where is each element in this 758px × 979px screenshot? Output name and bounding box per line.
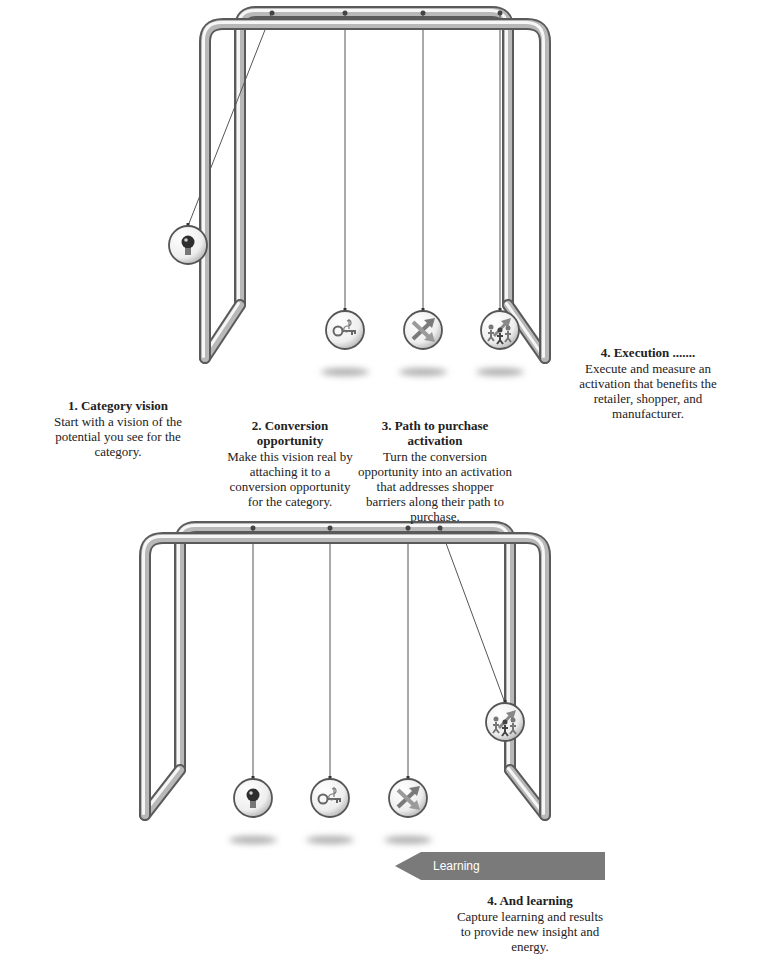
learning-arrow: Learning	[395, 852, 605, 880]
person-icon	[511, 718, 516, 723]
string-mount	[328, 526, 333, 531]
frame-tube	[180, 527, 510, 770]
pendulum-ball	[234, 779, 272, 817]
frame-highlight	[204, 23, 544, 357]
arrows-icon	[409, 800, 420, 810]
frame-tube	[240, 12, 508, 305]
ball-shadow	[321, 368, 369, 376]
string-mount	[438, 526, 443, 531]
string-mount	[406, 526, 411, 531]
person-icon	[506, 326, 511, 331]
key-icon	[319, 795, 328, 804]
arrows-icon	[424, 332, 435, 342]
bulb-icon	[185, 248, 191, 255]
pendulum-ball	[326, 311, 364, 349]
string-mount	[251, 526, 256, 531]
key-icon	[334, 327, 343, 336]
person-icon	[494, 717, 499, 722]
pendulum-string	[423, 12, 424, 311]
pendulum-string	[500, 12, 501, 311]
person-icon	[505, 331, 511, 342]
pendulum-ball	[404, 311, 442, 349]
pendulum-ball	[389, 779, 427, 817]
step-description: Start with a vision of the potential you…	[31, 414, 206, 459]
frame-tube	[205, 24, 545, 358]
bulb-icon	[249, 791, 253, 795]
frame-tube	[180, 527, 510, 770]
frame-highlight	[144, 537, 544, 814]
person-icon	[493, 722, 499, 733]
string-mount	[343, 11, 348, 16]
arrow-shape	[395, 852, 605, 880]
person-icon	[498, 328, 503, 333]
frame-tube	[145, 538, 545, 815]
key-icon	[344, 319, 351, 332]
bulb-icon	[247, 789, 260, 802]
ball-shadow	[229, 836, 277, 844]
bulb-icon	[250, 801, 256, 808]
ball-shadow	[384, 836, 432, 844]
frame-highlight	[179, 526, 509, 769]
ball-shadow	[476, 368, 524, 376]
arrow-body	[395, 852, 605, 880]
pendulum-string	[253, 527, 254, 779]
step-description: Execute and measure an activation that b…	[558, 361, 738, 421]
step-heading: 1. Category vision	[28, 398, 208, 413]
arrows-icon	[424, 318, 435, 328]
pendulum-string	[440, 527, 505, 703]
person-icon	[497, 333, 503, 344]
frame-tube	[240, 12, 508, 305]
person-icon	[488, 330, 494, 341]
arrows-icon	[409, 786, 420, 796]
string-mount	[270, 11, 275, 16]
person-icon	[489, 325, 494, 330]
key-icon	[329, 787, 336, 800]
string-mount	[421, 11, 426, 16]
bulb-icon	[182, 236, 195, 249]
pendulum-string	[345, 12, 346, 311]
step-heading: 3. Path to purchase activation	[355, 418, 515, 448]
step-heading: 4. And learning	[455, 893, 605, 908]
pendulum-ball	[169, 226, 207, 264]
frame-highlight	[239, 11, 507, 304]
person-icon	[503, 720, 508, 725]
frame-tube	[145, 538, 545, 815]
step-description: Turn the conversion opportunity into an …	[358, 449, 513, 524]
ball-shadow	[306, 836, 354, 844]
pendulum-ball	[311, 779, 349, 817]
pendulum-string	[408, 527, 409, 779]
pendulum-ball	[486, 703, 524, 741]
person-icon	[510, 723, 516, 734]
pendulum-ball	[481, 311, 519, 349]
frame-tube	[205, 24, 545, 358]
step-heading: 4. Execution .......	[558, 345, 738, 360]
string-mount	[498, 11, 503, 16]
person-icon	[502, 725, 508, 736]
newtons-cradle	[144, 526, 546, 845]
step-heading: 2. Conversion opportunity	[223, 418, 358, 448]
pendulum-string	[330, 527, 331, 779]
arrow-label: Learning	[433, 859, 480, 873]
step-description: Make this vision real by attaching it to…	[223, 449, 358, 509]
ball-shadow	[399, 368, 447, 376]
frame-highlight	[509, 769, 544, 814]
bulb-icon	[184, 238, 188, 242]
newtons-cradle	[169, 11, 545, 377]
step-description: Capture learning and results to provide …	[455, 909, 605, 954]
